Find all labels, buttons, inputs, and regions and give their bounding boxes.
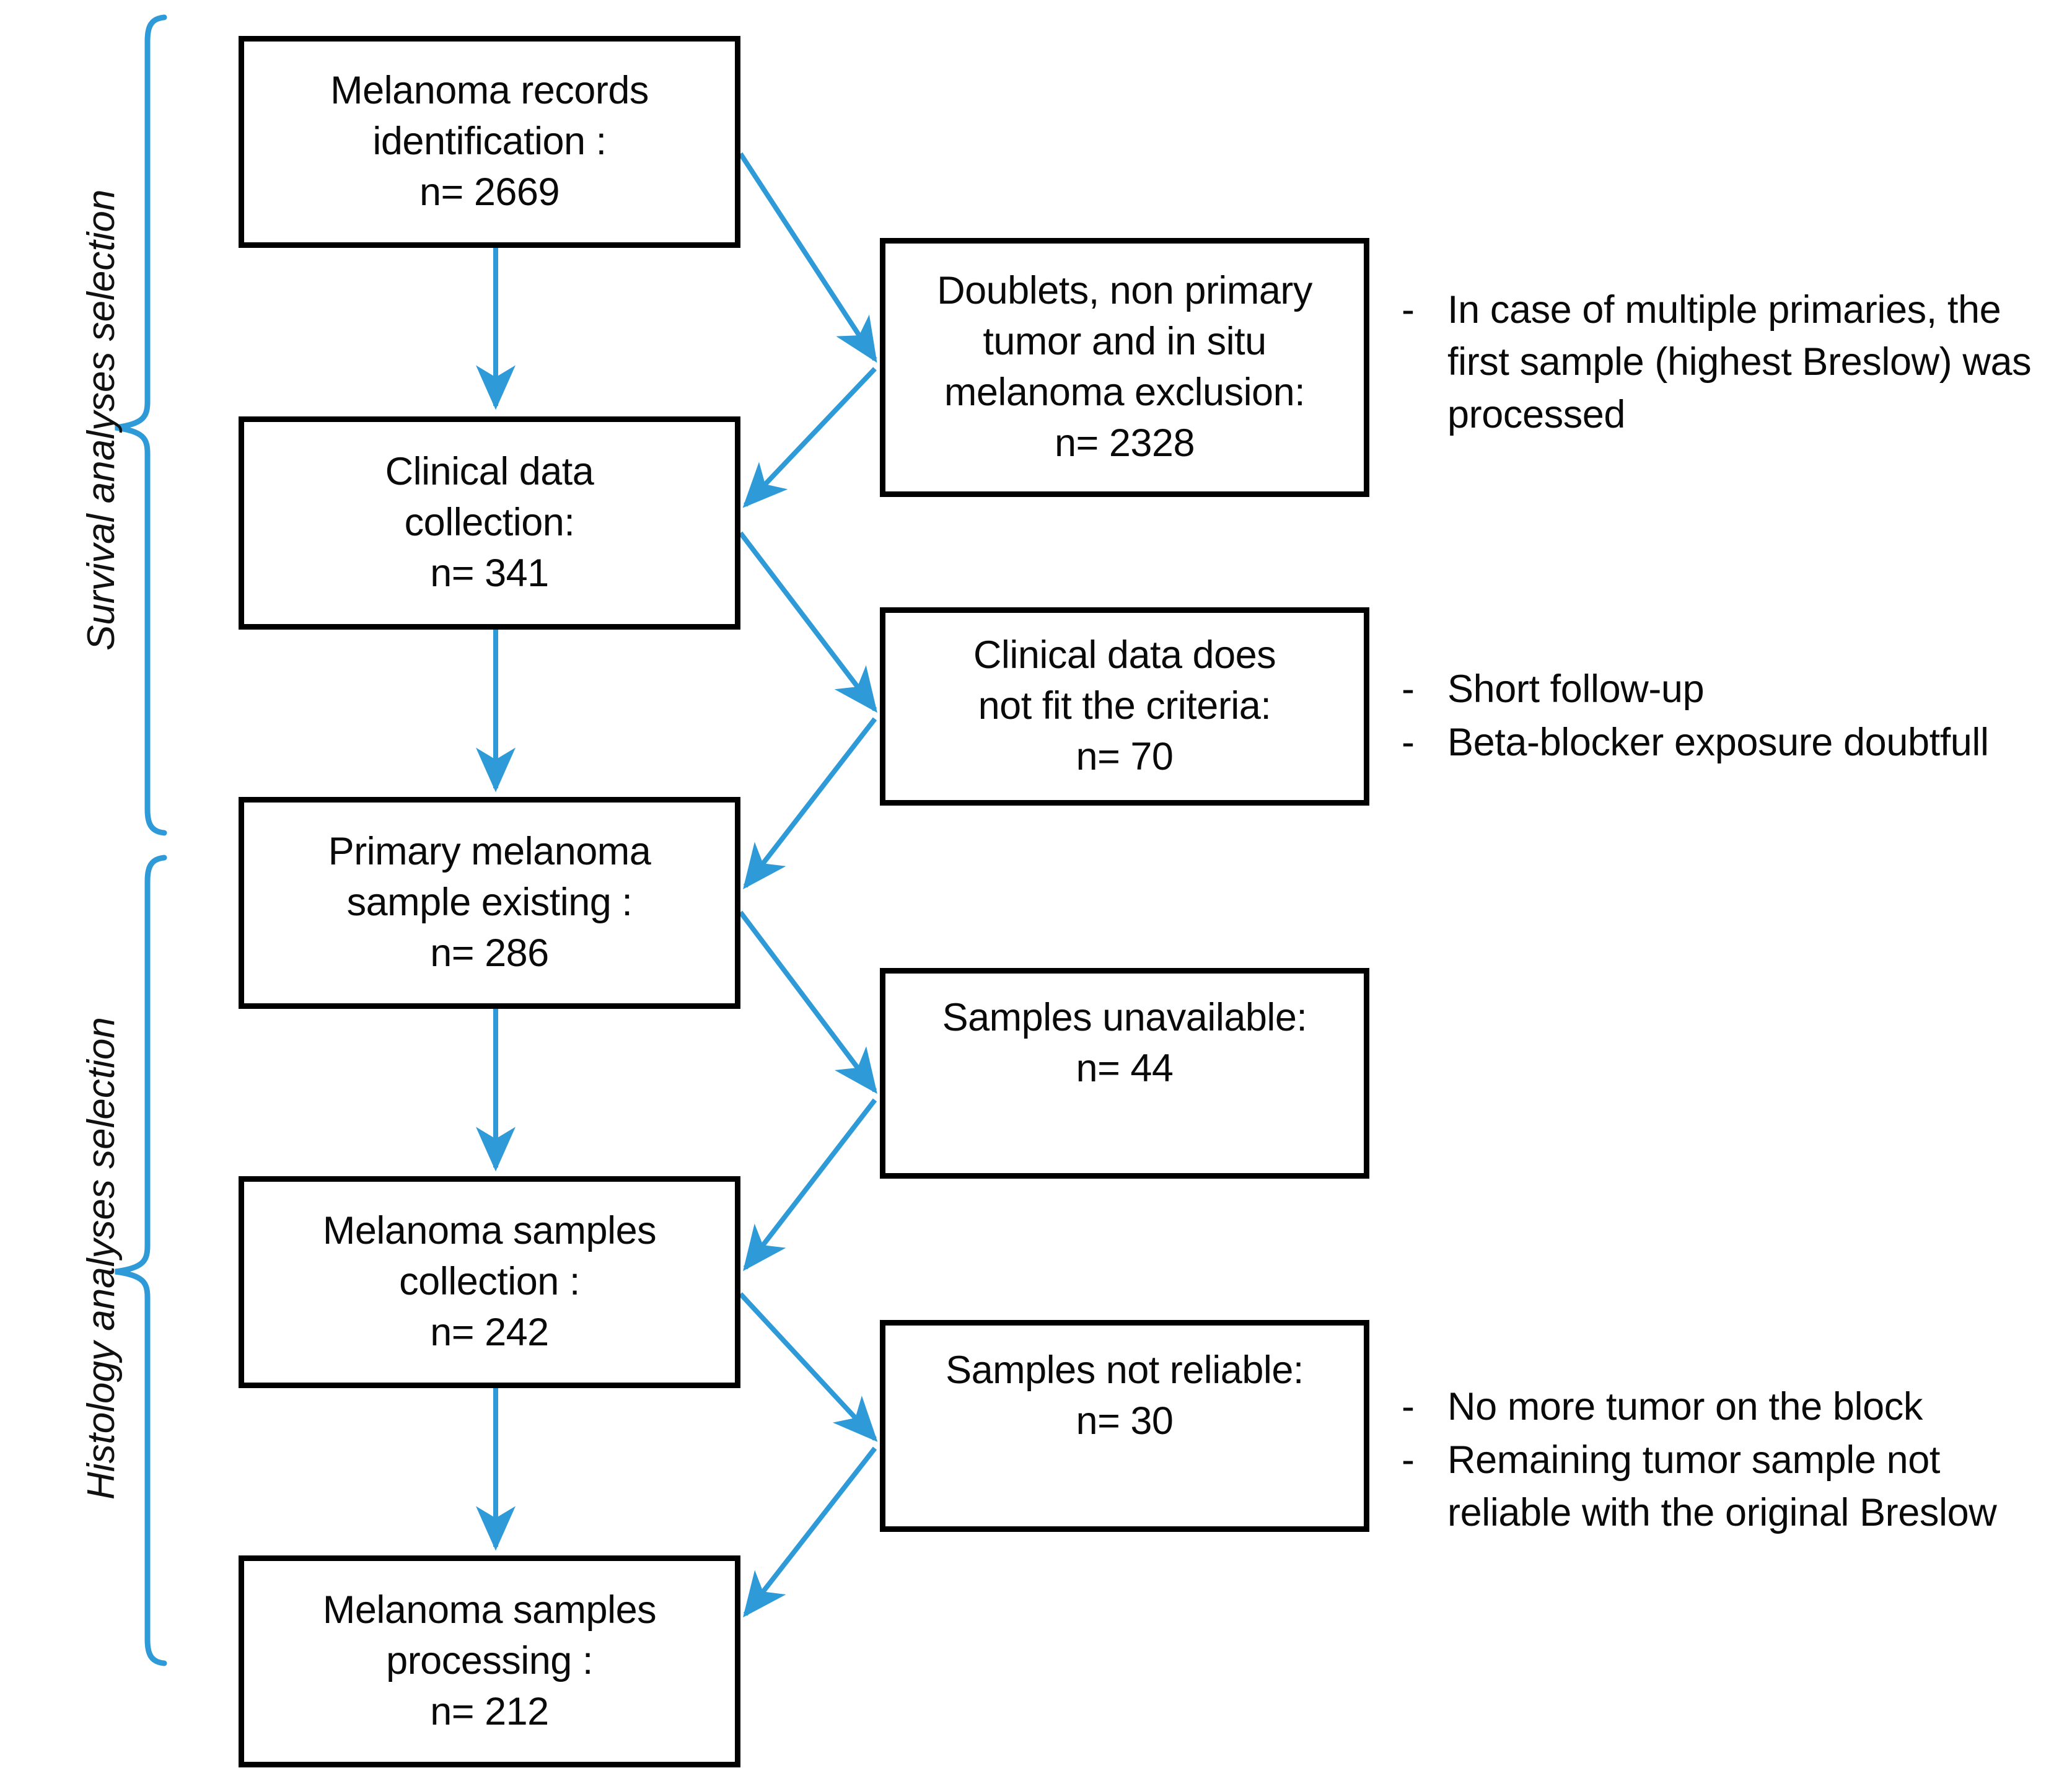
note-multiple-primaries: - In case of multiple primaries, the fir… — [1402, 284, 2058, 442]
node-doublets-exclusion[interactable]: Doublets, non primary tumor and in situ … — [880, 238, 1369, 497]
note-samples-not-reliable: - No more tumor on the block - Remaining… — [1402, 1381, 2065, 1540]
note-bullet: - Remaining tumor sample not reliable wi… — [1402, 1434, 2065, 1539]
bracket-label-histology: Histology analyses selection — [80, 1017, 123, 1500]
node-melanoma-samples-processing[interactable]: Melanoma samples processing : n= 212 — [239, 1555, 740, 1767]
bullet-dash-icon: - — [1402, 721, 1415, 765]
node-line: not fit the criteria: — [978, 684, 1271, 728]
bullet-dash-icon: - — [1402, 1438, 1415, 1482]
node-primary-melanoma-sample[interactable]: Primary melanoma sample existing : n= 28… — [239, 797, 740, 1009]
note-bullet: - Short follow-up — [1402, 663, 2058, 715]
node-count: n= 30 — [1076, 1399, 1174, 1443]
note-bullet: - In case of multiple primaries, the fir… — [1402, 284, 2058, 441]
node-line: Melanoma samples — [322, 1209, 657, 1253]
note-bullet: - No more tumor on the block — [1402, 1381, 2065, 1433]
node-line: collection: — [404, 501, 575, 545]
node-line: Clinical data does — [973, 633, 1276, 677]
node-line: Melanoma records — [330, 69, 649, 113]
node-line: processing : — [386, 1639, 593, 1683]
bullet-dash-icon: - — [1402, 1385, 1415, 1428]
node-count: n= 242 — [430, 1310, 549, 1354]
arrow-notreliable-to-processing — [743, 1446, 877, 1618]
arrow-primary-to-unavailable — [738, 910, 877, 1094]
node-line: Doublets, non primary — [937, 269, 1312, 313]
arrow-collection-to-notreliable — [739, 1292, 878, 1442]
arrow-unavailable-to-collection — [743, 1098, 877, 1272]
bullet-dash-icon: - — [1402, 667, 1415, 711]
node-count: n= 70 — [1076, 734, 1174, 778]
node-line: Clinical data — [385, 450, 594, 494]
node-line: Melanoma samples — [322, 1588, 657, 1632]
node-records-identification[interactable]: Melanoma records identification : n= 266… — [239, 36, 740, 248]
node-line: collection : — [399, 1260, 580, 1304]
node-samples-unavailable[interactable]: Samples unavailable: n= 44 — [880, 968, 1369, 1179]
node-line: melanoma exclusion: — [944, 371, 1306, 414]
node-line: Samples not reliable: — [946, 1348, 1304, 1392]
node-count: n= 341 — [430, 551, 549, 595]
node-line: tumor and in situ — [983, 320, 1266, 364]
node-count: n= 212 — [430, 1689, 549, 1733]
node-count: n= 44 — [1076, 1047, 1174, 1090]
bracket-label-survival: Survival analyses selection — [80, 189, 123, 651]
node-clinical-criteria-exclusion[interactable]: Clinical data does not fit the criteria:… — [880, 607, 1369, 806]
node-count: n= 2669 — [419, 170, 560, 214]
note-bullet-text: Remaining tumor sample not reliable with… — [1447, 1438, 1997, 1534]
note-bullet-text: Beta-blocker exposure doubtfull — [1447, 721, 1989, 765]
note-clinical-criteria: - Short follow-up - Beta-blocker exposur… — [1402, 663, 2058, 770]
arrow-records-to-doublets — [738, 152, 877, 363]
node-count: n= 2328 — [1055, 421, 1195, 465]
arrow-clinical-to-criteria — [738, 531, 877, 713]
note-bullet-text: Short follow-up — [1447, 667, 1705, 711]
node-samples-not-reliable[interactable]: Samples not reliable: n= 30 — [880, 1320, 1369, 1532]
node-line: identification : — [372, 120, 607, 164]
note-bullet-text: No more tumor on the block — [1447, 1385, 1923, 1428]
note-bullet-text: In case of multiple primaries, the first… — [1447, 288, 2032, 436]
node-melanoma-samples-collection[interactable]: Melanoma samples collection : n= 242 — [239, 1176, 740, 1388]
node-line: sample existing : — [346, 881, 633, 925]
node-line: Primary melanoma — [328, 830, 651, 874]
bullet-dash-icon: - — [1402, 288, 1415, 332]
note-bullet: - Beta-blocker exposure doubtfull — [1402, 716, 2058, 768]
arrow-criteria-to-primary — [743, 717, 877, 890]
node-count: n= 286 — [430, 931, 549, 975]
arrow-doublets-to-clinical — [742, 367, 877, 508]
node-line: Samples unavailable: — [942, 996, 1307, 1040]
node-clinical-data-collection[interactable]: Clinical data collection: n= 341 — [239, 416, 740, 630]
